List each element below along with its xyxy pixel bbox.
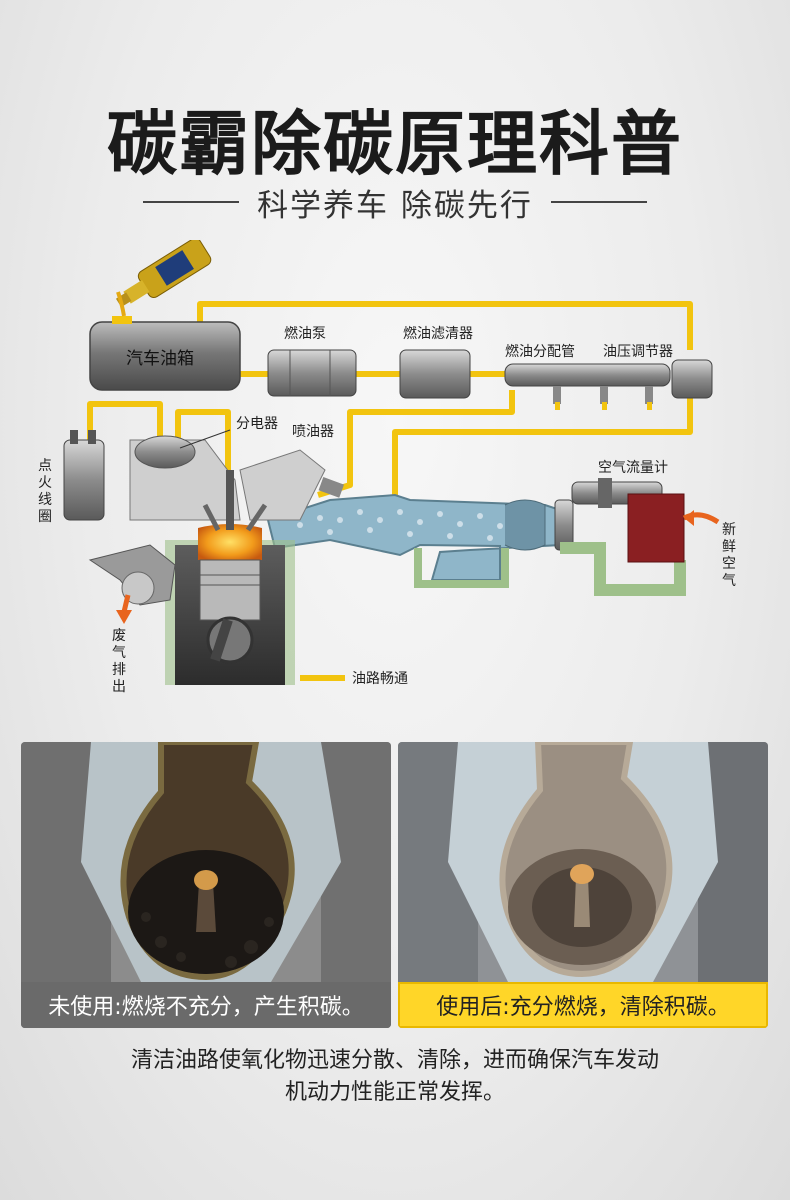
before-caption: 未使用:燃烧不充分，产生积碳。 [21,982,391,1028]
subtitle-divider-left [143,201,240,203]
combustion-flame-icon [198,524,262,560]
description: 清洁油路使氧化物迅速分散、清除，进而确保汽车发动 机动力性能正常发挥。 [40,1045,750,1109]
description-line-2: 机动力性能正常发挥。 [284,1080,505,1105]
after-photo-panel: 使用后:充分燃烧，清除积碳。 [398,742,768,1028]
label-fuel-filter: 燃油滤清器 [403,325,473,342]
fuel-line-coil [87,401,163,448]
fuel-line-distributor [175,409,231,470]
label-exhaust: 废气排出 [112,628,126,695]
after-caption: 使用后:充分燃烧，清除积碳。 [398,982,768,1028]
label-fuel-rail: 燃油分配管 [505,343,575,360]
fuel-filter: 燃油滤清器 [399,325,473,399]
engine-block: 分电器 喷油器 [129,416,345,685]
pressure-regulator: 油压调节器 [603,344,713,399]
exhaust-manifold [88,544,176,624]
fresh-air-label: 新鲜空气 [722,522,736,589]
legend: 油路畅通 [300,671,408,687]
fuel-pump: 燃油泵 [267,325,357,397]
fuel-return-line [197,301,693,350]
description-line-1: 清洁油路使氧化物迅速分散、清除，进而确保汽车发动 [130,1048,659,1073]
label-pressure-regulator: 油压调节器 [603,344,673,360]
fuel-additive-bottle-icon [115,240,212,317]
fuel-lines [87,301,693,505]
fuel-line-injector [317,390,515,498]
label-air-flow-meter: 空气流量计 [598,460,668,476]
after-valve-image [398,742,768,1028]
air-filter-box [627,493,720,563]
subtitle: 科学养车 除碳先行 [257,187,533,224]
label-fuel-pump: 燃油泵 [284,325,326,342]
before-valve-image [21,742,391,1028]
label-distributor: 分电器 [236,416,278,432]
subtitle-row: 科学养车 除碳先行 [0,182,790,224]
label-fuel-tank: 汽车油箱 [126,349,194,369]
fuel-rail: 燃油分配管 [504,343,671,410]
air-flow-meter: 空气流量计 [571,460,668,508]
exhaust-arrow-icon [116,610,132,624]
legend-label: 油路畅通 [352,671,408,687]
fuel-tank: 汽车油箱 [89,316,241,391]
ignition-coil [63,430,105,521]
intake-manifold [266,493,686,596]
before-photo-panel: 未使用:燃烧不充分，产生积碳。 [21,742,391,1028]
fuel-line-regulator [392,395,693,505]
label-injector: 喷油器 [292,424,334,440]
fresh-air-arrow-icon [684,510,694,526]
page-title: 碳霸除碳原理科普 [107,103,683,185]
fuel-system-diagram: 汽车油箱 燃油泵 燃油滤清器 燃油分配管 油压调节器 [38,240,736,695]
subtitle-divider-right [550,201,647,203]
label-ignition-coil: 点火线圈 [38,458,52,525]
label-fresh-air: 新鲜空气 [722,522,736,589]
